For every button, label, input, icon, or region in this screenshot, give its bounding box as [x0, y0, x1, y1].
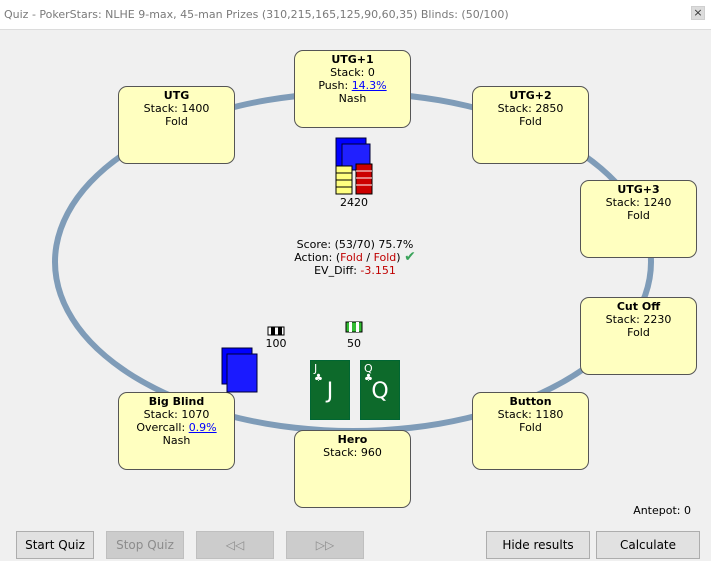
sb-bet-amount: 50 — [347, 337, 361, 350]
score-text: Score: (53/70) 75.7% — [296, 238, 414, 251]
seat-stack: Stack: 1240 — [605, 196, 672, 209]
seat-cutoff: Cut Off Stack: 2230 Fold — [580, 297, 697, 375]
check-icon: ✔ — [404, 249, 416, 265]
seat-action: Fold — [627, 209, 650, 222]
seat-hero: Hero Stack: 960 — [294, 430, 411, 508]
seat-stack: Stack: 960 — [323, 446, 382, 459]
quiz-result: Score: (53/70) 75.7% Action: (Fold / Fol… — [270, 238, 440, 277]
blind-chips-icon — [221, 347, 258, 393]
seat-action: Fold — [519, 421, 542, 434]
push-percent-link[interactable]: 14.3% — [351, 79, 387, 92]
seat-name: Hero — [337, 433, 368, 446]
seat-push: Push: 14.3% — [318, 79, 387, 92]
stop-quiz-button[interactable]: Stop Quiz — [106, 531, 184, 559]
close-icon[interactable]: × — [691, 6, 705, 20]
seat-name: Big Blind — [148, 395, 205, 408]
pot-amount: 2420 — [340, 196, 368, 209]
seat-action: Fold — [627, 326, 650, 339]
antepot-text: Antepot: 0 — [633, 504, 691, 517]
seat-overcall: Overcall: 0.9% — [136, 421, 217, 434]
seat-utg1: UTG+1 Stack: 0 Push: 14.3% Nash — [294, 50, 411, 128]
bb-bet-chip-icon — [267, 326, 285, 336]
seat-name: UTG+3 — [617, 183, 660, 196]
pot-chips-icon — [335, 137, 373, 195]
seat-big-blind: Big Blind Stack: 1070 Overcall: 0.9% Nas… — [118, 392, 235, 470]
seat-name: UTG — [163, 89, 190, 102]
seat-name: UTG+1 — [331, 53, 374, 66]
seat-stack: Stack: 1400 — [143, 102, 210, 115]
seat-action: Nash — [338, 92, 367, 105]
hero-card-2: Q ♣ Q — [360, 360, 400, 420]
next-button[interactable]: ▷▷ — [286, 531, 364, 559]
seat-name: Cut Off — [616, 300, 661, 313]
seat-stack: Stack: 1070 — [143, 408, 210, 421]
title-bar: Quiz - PokerStars: NLHE 9-max, 45-man Pr… — [0, 0, 711, 30]
seat-button: Button Stack: 1180 Fold — [472, 392, 589, 470]
hero-card-1: J ♣ J — [310, 360, 350, 420]
bb-bet-amount: 100 — [265, 337, 287, 350]
seat-utg3: UTG+3 Stack: 1240 Fold — [580, 180, 697, 258]
seat-stack: Stack: 2850 — [497, 102, 564, 115]
sb-bet-chip-icon — [345, 321, 363, 333]
seat-action: Nash — [162, 434, 191, 447]
window-title: Quiz - PokerStars: NLHE 9-max, 45-man Pr… — [4, 8, 509, 21]
action-text: Action: (Fold / Fold) ✔ — [294, 249, 416, 265]
seat-name: UTG+2 — [509, 89, 552, 102]
seat-action: Fold — [165, 115, 188, 128]
calculate-button[interactable]: Calculate — [596, 531, 700, 559]
hide-results-button[interactable]: Hide results — [486, 531, 590, 559]
seat-action: Fold — [519, 115, 542, 128]
seat-utg2: UTG+2 Stack: 2850 Fold — [472, 86, 589, 164]
seat-stack: Stack: 0 — [330, 66, 375, 79]
seat-utg: UTG Stack: 1400 Fold — [118, 86, 235, 164]
seat-name: Button — [509, 395, 552, 408]
seat-stack: Stack: 2230 — [605, 313, 672, 326]
seat-stack: Stack: 1180 — [497, 408, 564, 421]
previous-button[interactable]: ◁◁ — [196, 531, 274, 559]
start-quiz-button[interactable]: Start Quiz — [16, 531, 94, 559]
overcall-percent-link[interactable]: 0.9% — [188, 421, 217, 434]
ev-diff-text: EV_Diff: -3.151 — [314, 264, 396, 277]
